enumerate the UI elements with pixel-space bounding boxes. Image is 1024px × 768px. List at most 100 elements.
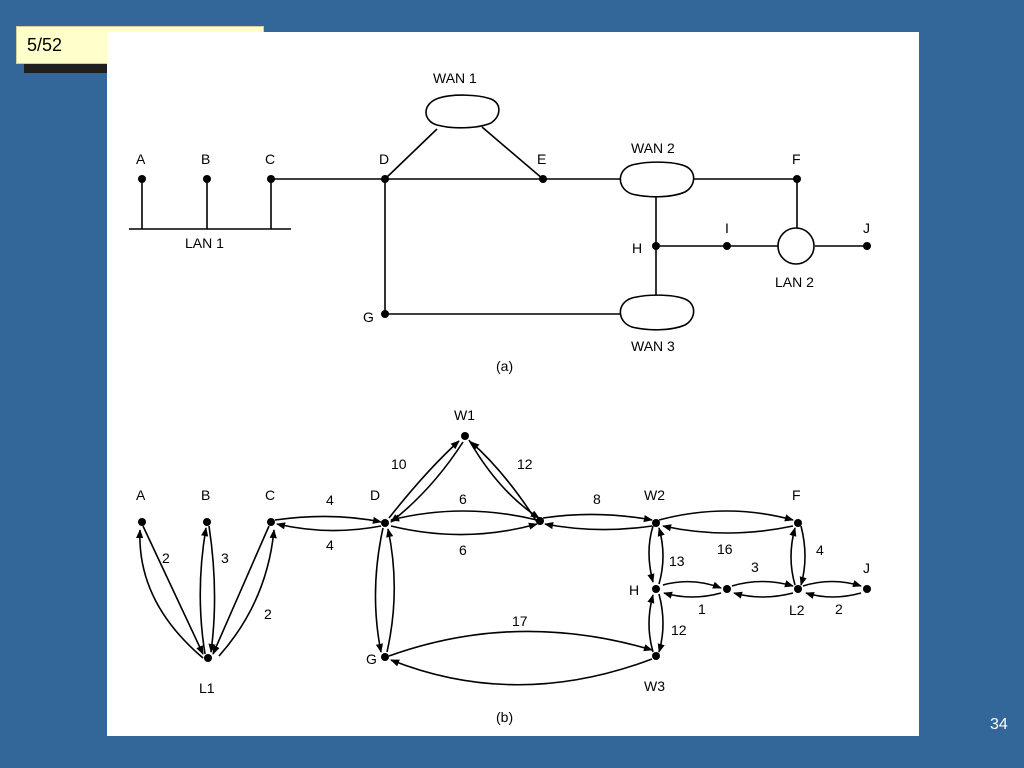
label-lan1: LAN 1 xyxy=(185,235,224,251)
glabel-l2: L2 xyxy=(789,602,805,618)
wan1-cloud xyxy=(425,94,500,129)
label-e: E xyxy=(537,151,546,167)
glabel-j: J xyxy=(863,560,870,576)
edge-g-w3 xyxy=(388,630,653,657)
gnode-d-dot xyxy=(381,519,389,527)
edge-i-h xyxy=(663,591,722,599)
diagram-a-nodes xyxy=(138,175,871,318)
weight-d-e: 6 xyxy=(459,491,467,507)
weight-a-l1: 2 xyxy=(162,550,170,566)
edge-g-d xyxy=(386,528,396,653)
diagram-a xyxy=(129,94,867,331)
edge-l2-j xyxy=(802,580,862,588)
link-wan1-e xyxy=(481,126,544,180)
glabel-w2: W2 xyxy=(644,487,665,503)
label-wan3: WAN 3 xyxy=(631,338,675,354)
node-g-dot xyxy=(381,310,389,318)
figure-panel: A B C D E F G H I J LAN 1 LAN 2 WAN 1 WA… xyxy=(107,32,919,736)
edge-l2-i xyxy=(733,591,794,599)
weight-b-l1: 3 xyxy=(221,550,229,566)
weight-i-h: 1 xyxy=(698,601,706,617)
gnode-w3-dot xyxy=(652,652,660,660)
glabel-f: F xyxy=(792,487,801,503)
glabel-w3: W3 xyxy=(644,678,665,694)
gnode-w2-dot xyxy=(652,519,660,527)
node-j-dot xyxy=(863,242,871,250)
label-wan2: WAN 2 xyxy=(631,140,675,156)
weight-d-w1: 10 xyxy=(391,456,407,472)
edge-l1-a xyxy=(136,529,204,659)
edge-h-w2 xyxy=(657,527,665,585)
edge-d-e xyxy=(390,522,538,536)
edge-i-l2 xyxy=(731,580,794,588)
weight-w2-h: 13 xyxy=(669,553,685,569)
edge-d-c xyxy=(276,522,382,532)
node-b-dot xyxy=(203,175,211,183)
page-number: 34 xyxy=(990,716,1008,733)
gnode-j-dot xyxy=(863,585,871,593)
label-lan2: LAN 2 xyxy=(775,274,814,290)
weight-w2-f: 16 xyxy=(717,541,733,557)
edge-h-i xyxy=(662,580,722,589)
lan2-circle xyxy=(777,227,815,265)
edge-f-w2 xyxy=(662,524,794,534)
edge-e-d xyxy=(390,510,538,522)
edge-c-l1 xyxy=(212,525,270,655)
node-i-dot xyxy=(723,242,731,250)
edge-e-w1 xyxy=(470,441,538,523)
weight-c-d: 4 xyxy=(326,492,334,508)
edge-a-l1 xyxy=(142,525,204,655)
glabel-b: B xyxy=(201,487,210,503)
label-c: C xyxy=(265,151,275,167)
gnode-e-dot xyxy=(536,517,544,525)
label-h: H xyxy=(632,240,642,256)
gnode-i-dot xyxy=(723,585,731,593)
link-d-wan1 xyxy=(384,128,438,180)
caption-a: (a) xyxy=(496,358,513,374)
edge-e-w2 xyxy=(542,513,653,523)
gnode-f-dot xyxy=(794,519,802,527)
weight-f-l2: 4 xyxy=(816,542,824,558)
gnode-l2-dot xyxy=(794,585,802,593)
label-g: G xyxy=(363,309,374,325)
weight-l1-c: 2 xyxy=(264,606,272,622)
node-c-dot xyxy=(267,175,275,183)
node-d-dot xyxy=(381,175,389,183)
weight-d-c: 4 xyxy=(326,537,334,553)
edge-b-l1 xyxy=(208,525,216,653)
edge-w3-g xyxy=(390,658,653,686)
label-d: D xyxy=(379,151,389,167)
gnode-b-dot xyxy=(203,518,211,526)
edge-w1-d xyxy=(390,441,464,523)
glabel-g: G xyxy=(366,651,377,667)
weight-g-w3: 17 xyxy=(512,613,528,629)
edge-l1-b xyxy=(199,527,209,655)
edge-w2-f xyxy=(658,510,794,522)
gnode-w1-dot xyxy=(461,432,469,440)
glabel-a: A xyxy=(136,487,146,503)
label-wan1: WAN 1 xyxy=(433,70,477,86)
edge-f-l2 xyxy=(799,525,807,586)
glabel-l1: L1 xyxy=(199,680,215,696)
edge-w2-e xyxy=(544,521,653,531)
edge-d-w1 xyxy=(388,440,460,519)
weight-e-d: 6 xyxy=(459,542,467,558)
glabel-w1: W1 xyxy=(454,407,475,423)
node-f-dot xyxy=(793,175,801,183)
edge-c-d xyxy=(274,515,382,524)
weight-i-l2: 3 xyxy=(751,559,759,575)
gnode-g-dot xyxy=(381,653,389,661)
wan3-cloud xyxy=(619,294,695,331)
weight-l2-j: 2 xyxy=(835,601,843,617)
wan2-cloud xyxy=(619,161,695,198)
diagram-b-edges xyxy=(136,439,862,686)
caption-b: (b) xyxy=(496,709,513,725)
edge-l1-c xyxy=(218,529,277,657)
gnode-h-dot xyxy=(652,585,660,593)
glabel-d: D xyxy=(370,487,380,503)
node-h-dot xyxy=(652,242,660,250)
weight-h-w3: 12 xyxy=(671,622,687,638)
gnode-a-dot xyxy=(138,518,146,526)
edge-l2-f xyxy=(789,527,797,586)
label-j: J xyxy=(863,220,870,236)
